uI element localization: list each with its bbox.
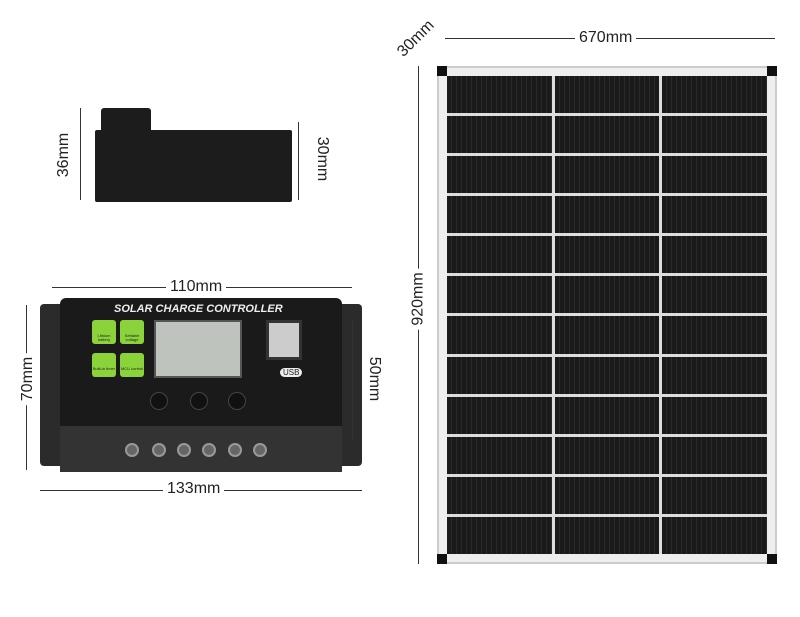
- solar-cell-block: [554, 276, 660, 314]
- solar-cell-block: [447, 356, 552, 394]
- solar-cell-block: [447, 156, 552, 194]
- solar-cell-block: [662, 356, 767, 394]
- dim-panel-height: 920mm: [409, 268, 428, 330]
- dim-controller-width-top: 110mm: [166, 278, 227, 296]
- solar-panel: [437, 66, 777, 564]
- mcu-chip-icon: MCU control: [120, 353, 144, 377]
- solar-cell-block: [447, 276, 552, 314]
- dim-panel-thickness: 30mm: [391, 14, 442, 64]
- timer-icon: Built-in timer: [92, 353, 116, 377]
- solar-cell-block: [447, 316, 552, 354]
- solar-cell-block: [447, 516, 552, 554]
- dim-panel-width: 670mm: [575, 29, 637, 47]
- solar-cell-block: [662, 276, 767, 314]
- terminal: [177, 443, 191, 457]
- lithium-battery-icon: Lithium battery: [92, 320, 116, 344]
- solar-cell-block: [554, 516, 660, 554]
- solar-cell-block: [554, 476, 660, 514]
- up-button[interactable]: [190, 392, 208, 410]
- solar-cell-block: [662, 116, 767, 154]
- solar-cell-block: [554, 156, 660, 194]
- menu-button[interactable]: [150, 392, 168, 410]
- controller-title: SOLAR CHARGE CONTROLLER: [114, 303, 283, 315]
- controller-side-view: [95, 108, 292, 202]
- solar-cell-block: [554, 396, 660, 434]
- terminal: [253, 443, 267, 457]
- settable-voltage-icon: Settable voltage: [120, 320, 144, 344]
- dim-controller-height: 70mm: [19, 352, 38, 406]
- usb-label: USB: [280, 368, 303, 377]
- terminal: [152, 443, 166, 457]
- charge-controller: SOLAR CHARGE CONTROLLER Lithium battery …: [40, 298, 362, 472]
- solar-cell-block: [662, 156, 767, 194]
- solar-cell-block: [662, 316, 767, 354]
- solar-cell-block: [662, 396, 767, 434]
- solar-cell-block: [554, 316, 660, 354]
- solar-cell-block: [447, 436, 552, 474]
- solar-cell-block: [447, 196, 552, 234]
- solar-cell-block: [554, 236, 660, 274]
- solar-cell-block: [662, 516, 767, 554]
- solar-cell-block: [447, 116, 552, 154]
- terminal: [228, 443, 242, 457]
- terminal: [202, 443, 216, 457]
- solar-cell-block: [554, 356, 660, 394]
- solar-cell-block: [662, 236, 767, 274]
- solar-cell-block: [447, 236, 552, 274]
- lcd-screen: [154, 320, 242, 378]
- solar-cell-block: [662, 76, 767, 114]
- load-button[interactable]: [228, 392, 246, 410]
- dim-controller-inner-height: 50mm: [365, 352, 384, 406]
- solar-cell-block: [662, 476, 767, 514]
- dim-controller-width-bottom: 133mm: [163, 480, 225, 498]
- solar-cell-block: [554, 116, 660, 154]
- dim-side-height-right: 30mm: [313, 132, 332, 186]
- solar-cell-block: [554, 76, 660, 114]
- dim-side-height-left: 36mm: [55, 128, 74, 182]
- usb-ports[interactable]: [266, 320, 302, 360]
- solar-cell-block: [662, 436, 767, 474]
- solar-cell-block: [554, 196, 660, 234]
- solar-cell-block: [554, 436, 660, 474]
- terminal: [125, 443, 139, 457]
- solar-cell-block: [662, 196, 767, 234]
- solar-cell-block: [447, 476, 552, 514]
- solar-cell-block: [447, 396, 552, 434]
- solar-cell-block: [447, 76, 552, 114]
